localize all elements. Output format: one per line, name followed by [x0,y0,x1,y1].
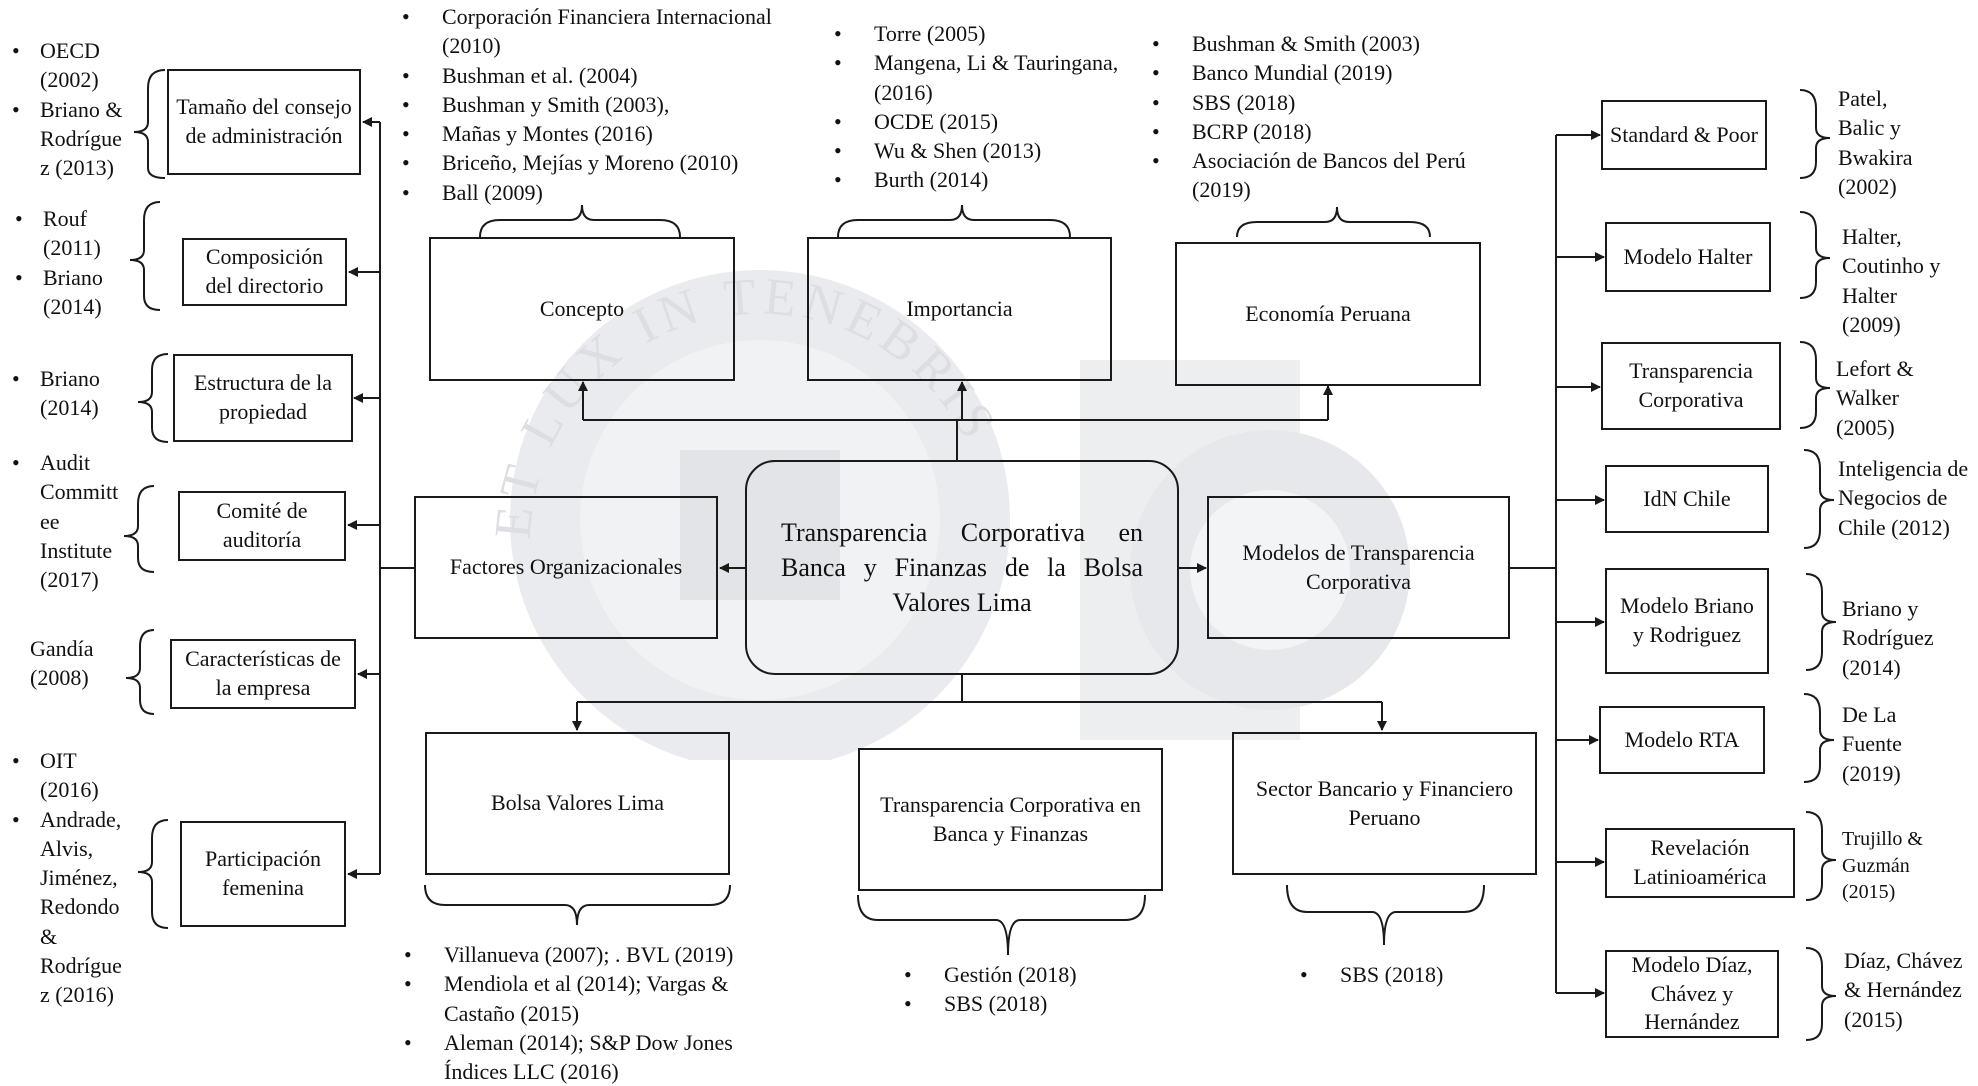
right-item-box: Modelo RTA [1599,706,1765,774]
ref-item: Bushman & Smith (2003) [1148,29,1478,59]
ref-item: Andrade, Alvis, Jiménez, Redondo & Rodrí… [12,805,134,1010]
right-cite: De La Fuente (2019) [1842,702,1902,786]
central-title: Transparencia Corporativa en Banca y Fin… [781,517,1143,618]
bolsa-valores-lima-box: Bolsa Valores Lima [425,732,730,875]
right-item-label: Modelo Halter [1623,243,1753,269]
factores-organizacionales-label: Factores Organizacionales [449,554,683,580]
ref-item: SBS (2018) [1296,960,1496,990]
importancia-label: Importancia [906,295,1013,321]
left-refs: OIT (2016) Andrade, Alvis, Jiménez, Redo… [12,746,134,1009]
right-item-box: Modelo Díaz, Chávez y Hernández [1605,950,1779,1038]
right-item-box: Modelo Briano y Rodriguez [1605,568,1769,674]
sector-bancario-box: Sector Bancario y Financiero Peruano [1232,732,1537,875]
left-refs: Audit Committ ee Institute (2017) [12,448,137,594]
ref-item: Asociación de Bancos del Perú (2019) [1148,146,1478,205]
sector-bancario-label: Sector Bancario y Financiero Peruano [1255,775,1514,830]
ref-item: Banco Mundial (2019) [1148,58,1478,88]
ref-item: Villanueva (2007); . BVL (2019) [400,940,800,970]
left-cite: Gandía (2008) [30,636,94,691]
ref-item: Burth (2014) [830,165,1160,195]
transparencia-banca-finanzas-box: Transparencia Corporativa en Banca y Fin… [858,748,1163,891]
left-refs: Rouf (2011) Briano (2014) [15,204,125,321]
left-item-box: Composición del directorio [182,238,347,306]
right-item-label: IdN Chile [1643,485,1731,511]
ref-item: Bushman y Smith (2003), [398,90,818,120]
ref-item: Briceño, Mejías y Moreno (2010) [398,148,818,178]
concepto-refs: Corporación Financiera Internacional (20… [398,2,818,207]
economia-peruana-label: Economía Peruana [1245,300,1411,326]
sector-refs: SBS (2018) [1296,960,1496,990]
right-cite: Díaz, Chávez & Hernández (2015) [1844,948,1963,1032]
modelos-transparencia-box: Modelos de Transparencia Corporativa [1207,496,1510,639]
ref-item: Torre (2005) [830,19,1160,49]
central-node: Transparencia Corporativa en Banca y Fin… [745,460,1179,675]
ref-item: Audit Committ ee Institute (2017) [12,448,137,594]
right-cite: Trujillo & Guzmán (2015) [1842,828,1923,904]
ref-item: Briano (2014) [15,263,125,322]
right-item-box: Revelación Latinioamérica [1605,828,1795,898]
ref-item: Mangena, Li & Tauringana, (2016) [830,48,1160,107]
left-item-box: Estructura de la propiedad [173,354,353,442]
ref-item: OECD (2002) [12,36,137,95]
right-item-label: Modelo Briano y Rodriguez [1620,593,1754,647]
left-item-label: Tamaño del consejo de administración [176,94,352,148]
bolsa-valores-lima-label: Bolsa Valores Lima [490,790,665,816]
left-item-label: Comité de auditoría [216,498,308,552]
right-cite: Halter, Coutinho y Halter (2009) [1842,224,1941,337]
left-item-box: Comité de auditoría [178,491,346,561]
ref-item: OIT (2016) [12,746,134,805]
right-item-label: Revelación Latinioamérica [1633,835,1767,889]
ref-item: Aleman (2014); S&P Dow Jones Índices LLC… [400,1028,800,1086]
right-cite: Inteligencia de Negocios de Chile (2012) [1838,456,1969,540]
right-item-label: Modelo RTA [1624,726,1740,752]
ref-item: Briano & Rodrígue z (2013) [12,95,137,183]
concepto-box: Concepto [429,237,735,381]
left-item-label: Composición del directorio [205,244,324,298]
economia-refs: Bushman & Smith (2003) Banco Mundial (20… [1148,29,1478,205]
left-item-label: Participación femenina [204,846,322,900]
modelos-transparencia-label: Modelos de Transparencia Corporativa [1242,539,1475,594]
economia-peruana-box: Economía Peruana [1175,242,1481,386]
ref-item: Mañas y Montes (2016) [398,119,818,149]
tcbf-refs: Gestión (2018) SBS (2018) [900,960,1140,1019]
factores-organizacionales-box: Factores Organizacionales [414,496,718,639]
ref-item: Mendiola et al (2014); Vargas & Castaño … [400,969,800,1028]
right-cite: Patel, Balic y Bwakira (2002) [1838,86,1913,199]
ref-item: Ball (2009) [398,178,818,208]
concepto-label: Concepto [539,295,625,321]
importancia-refs: Torre (2005) Mangena, Li & Tauringana, (… [830,19,1160,195]
left-item-label: Características de la empresa [185,646,341,700]
ref-item: Rouf (2011) [15,204,125,263]
ref-item: Corporación Financiera Internacional (20… [398,2,818,61]
ref-item: Bushman et al. (2004) [398,61,818,91]
ref-item: Briano (2014) [12,364,122,423]
left-item-box: Participación femenina [180,821,346,927]
importancia-box: Importancia [807,237,1112,381]
ref-item: OCDE (2015) [830,107,1160,137]
right-item-box: Modelo Halter [1605,222,1771,292]
left-item-box: Características de la empresa [170,639,356,709]
right-item-label: Modelo Díaz, Chávez y Hernández [1631,952,1753,1035]
ref-item: BCRP (2018) [1148,117,1478,147]
right-item-label: Transparencia Corporativa [1629,358,1753,412]
transparencia-banca-finanzas-label: Transparencia Corporativa en Banca y Fin… [880,791,1141,846]
right-cite: Lefort & Walker (2005) [1836,356,1914,440]
left-item-label: Estructura de la propiedad [193,370,333,424]
right-item-box: Transparencia Corporativa [1601,342,1781,430]
ref-item: SBS (2018) [900,989,1140,1019]
ref-item: Gestión (2018) [900,960,1140,990]
right-item-label: Standard & Poor [1610,121,1758,147]
right-cite: Briano y Rodríguez (2014) [1842,596,1934,680]
right-item-box: Standard & Poor [1601,100,1767,170]
left-item-box: Tamaño del consejo de administración [167,69,361,175]
ref-item: Wu & Shen (2013) [830,136,1160,166]
ref-item: SBS (2018) [1148,88,1478,118]
right-item-box: IdN Chile [1605,465,1769,533]
bvl-refs: Villanueva (2007); . BVL (2019) Mendiola… [400,940,800,1086]
left-refs: Briano (2014) [12,364,122,423]
left-refs: OECD (2002) Briano & Rodrígue z (2013) [12,36,137,182]
